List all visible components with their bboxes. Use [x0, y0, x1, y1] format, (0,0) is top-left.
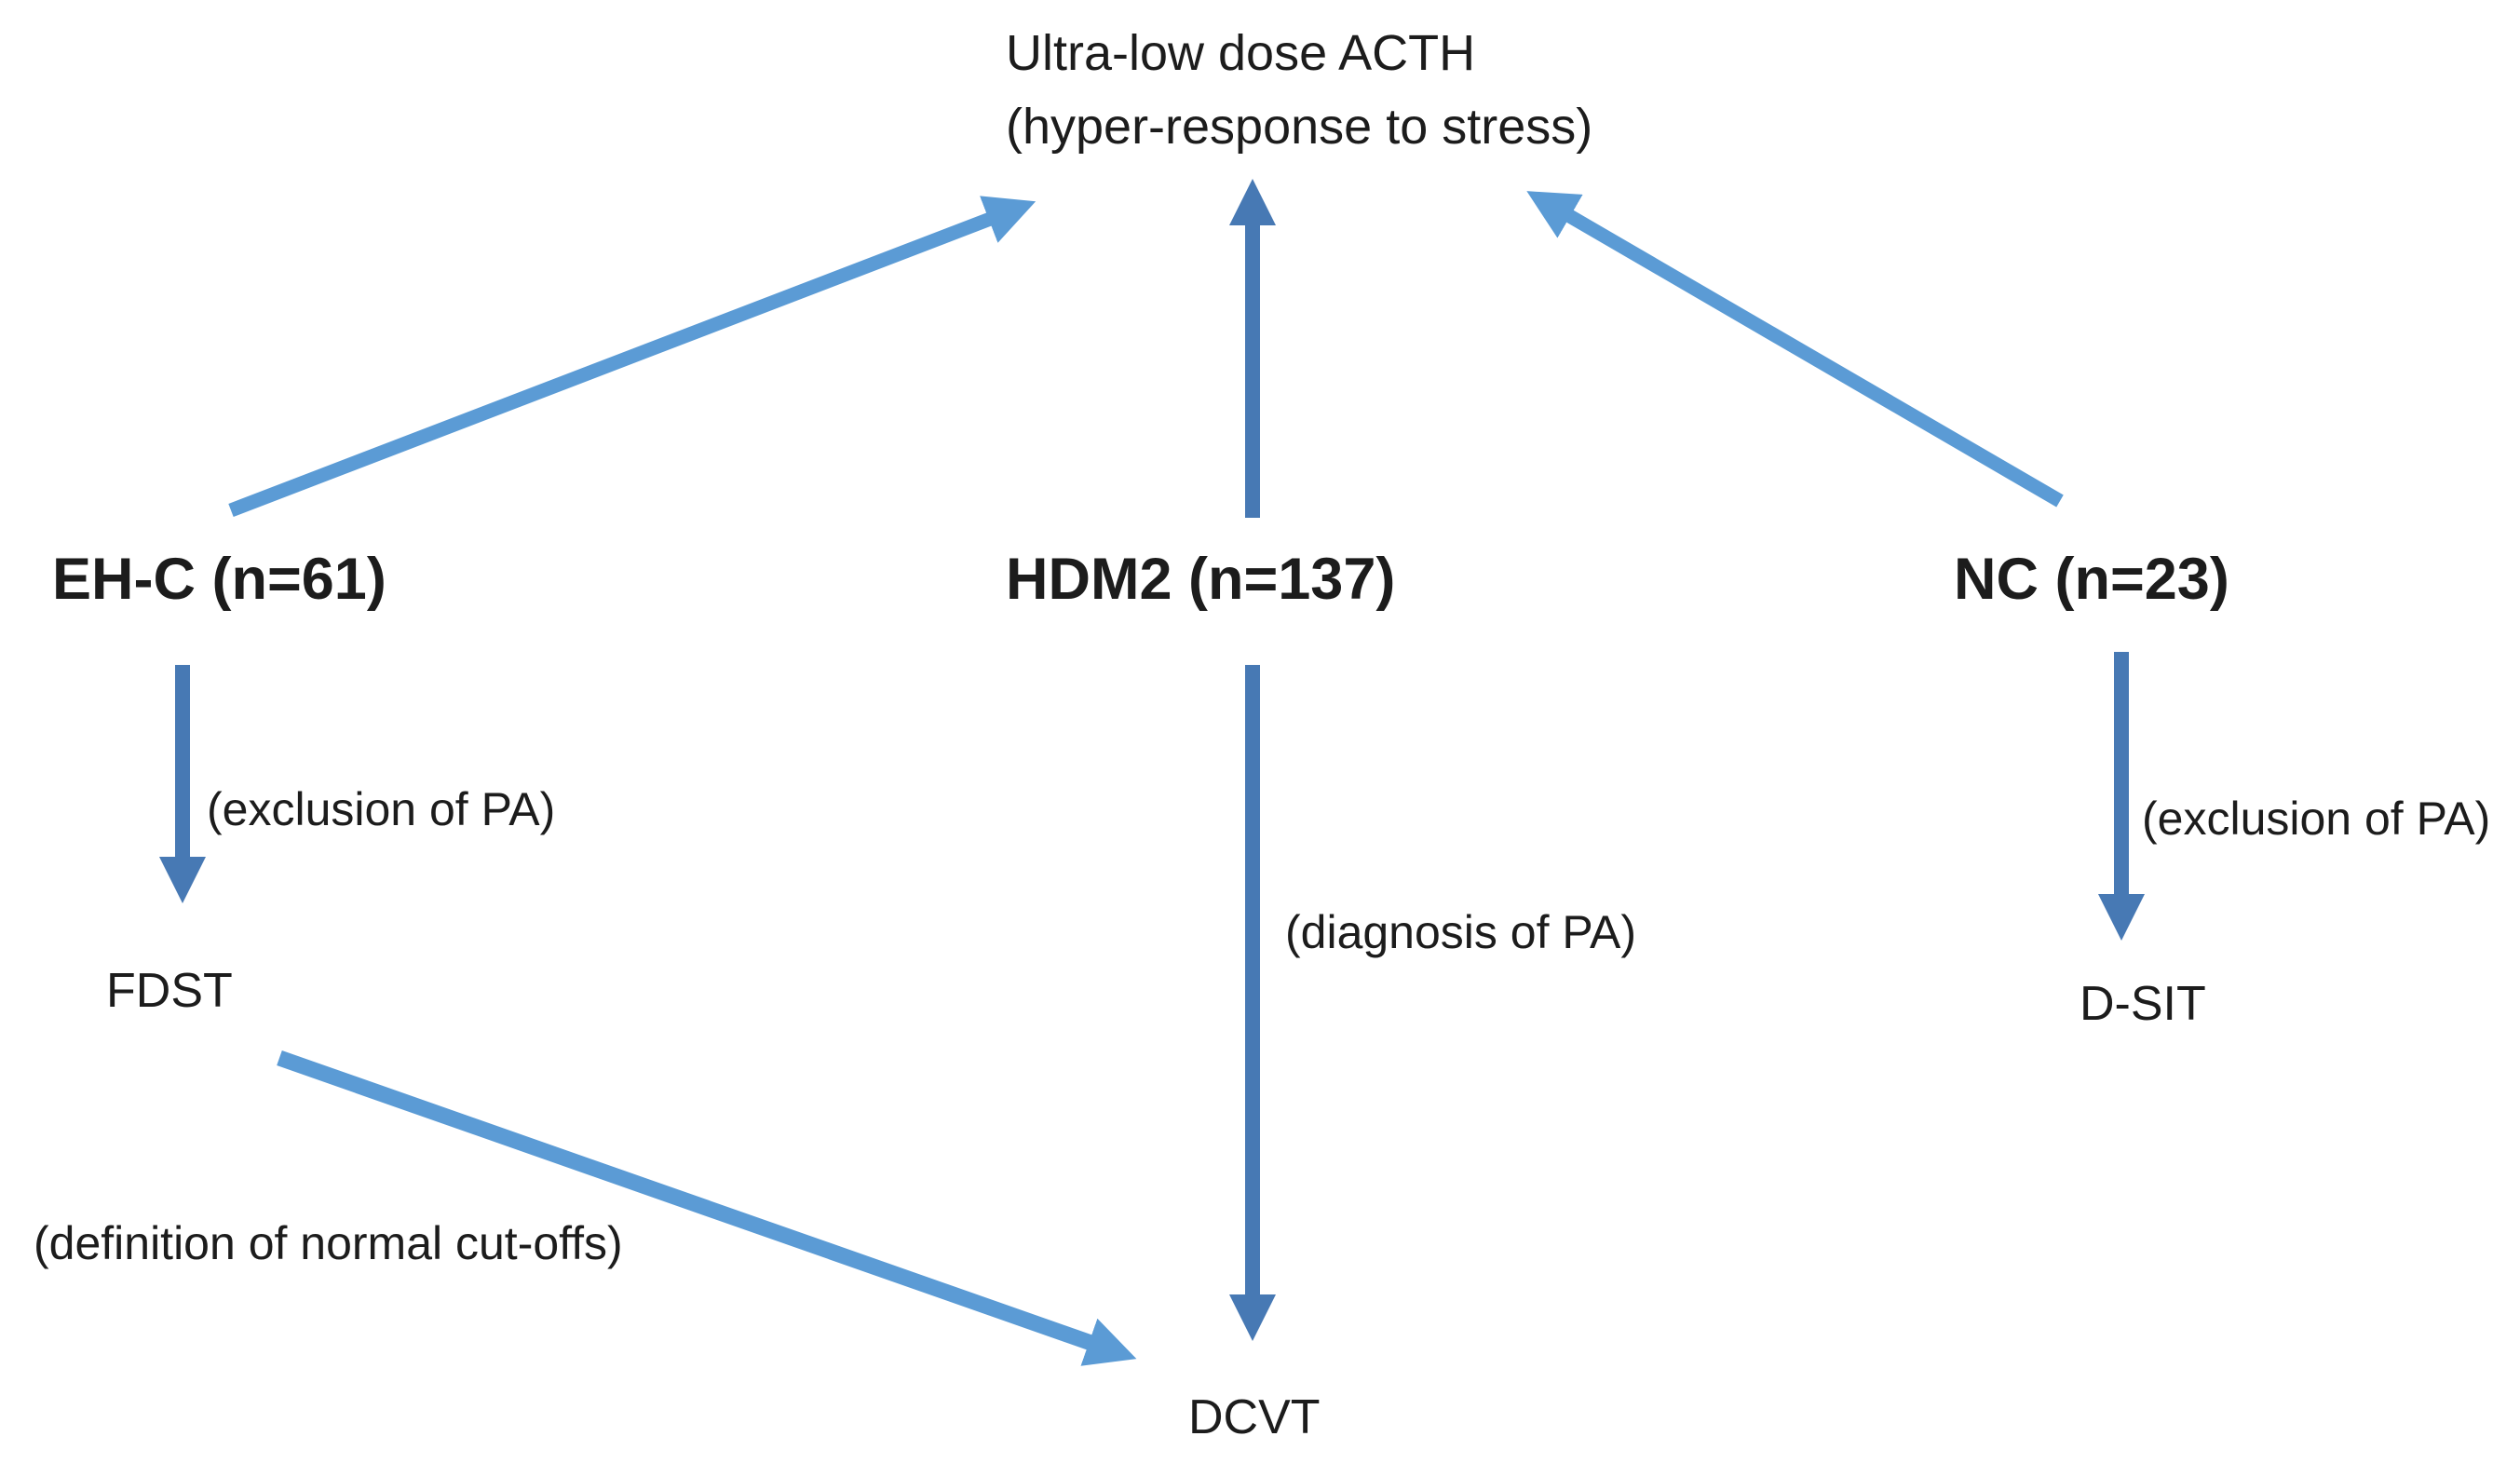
arrow-nc-to-acth: [1526, 191, 2064, 508]
edge-label-hdm2-dcvt: (diagnosis of PA): [1285, 906, 1637, 958]
node-dsit-label: D-SIT: [2080, 977, 2206, 1031]
group-hdm2-label: HDM2 (n=137): [1006, 547, 1396, 612]
group-ehc-label: EH-C (n=61): [52, 547, 386, 612]
acth-title: Ultra-low dose ACTH (hyper-response to s…: [1006, 17, 1592, 164]
arrow-fdst-to-dcvt: [277, 1050, 1137, 1366]
acth-title-line2: (hyper-response to stress): [1006, 99, 1593, 155]
acth-title-line1: Ultra-low dose ACTH: [1006, 25, 1476, 81]
group-nc-label: NC (n=23): [1954, 547, 2229, 612]
arrow-ehc-to-acth: [228, 196, 1036, 518]
node-fdst-label: FDST: [106, 964, 233, 1018]
edge-label-fdst-dcvt: (definition of normal cut-offs): [34, 1217, 623, 1269]
node-dcvt-label: DCVT: [1188, 1390, 1321, 1444]
edge-label-ehc-fdst: (exclusion of PA): [207, 783, 556, 835]
edge-label-nc-dsit: (exclusion of PA): [2142, 793, 2491, 845]
